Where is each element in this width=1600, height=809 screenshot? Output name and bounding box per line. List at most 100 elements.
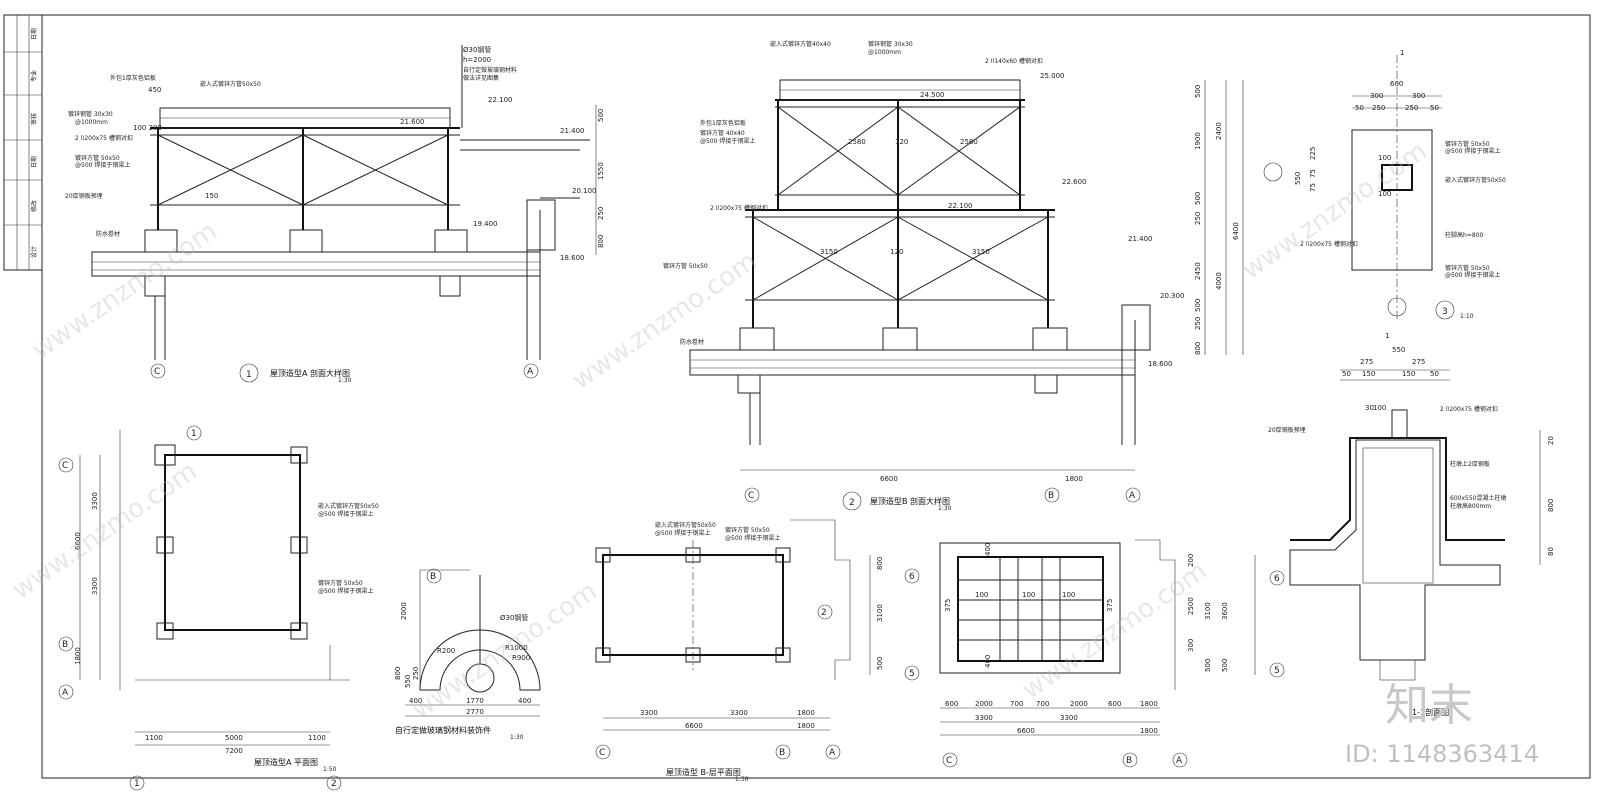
d2-note-1: 镀锌钢管 30x30 xyxy=(868,40,913,48)
d3-note-5: 镀锌方管 50x50 xyxy=(1445,264,1490,272)
d2-note-0: 嵌入式镀锌方管40x40 xyxy=(770,40,831,48)
d4-dim-9: 20 xyxy=(1547,436,1555,445)
d1-axis-a: A xyxy=(527,367,534,377)
d2-dim-2: 120 xyxy=(895,138,908,146)
orn-radius-2: R1000 xyxy=(505,644,528,652)
wm-3: www.znzmo.com xyxy=(1237,136,1433,286)
wm-1: www.znzmo.com xyxy=(27,216,223,366)
d1-dim-5: 250 xyxy=(597,207,605,220)
d2-hdim-3: 250 xyxy=(1194,212,1202,225)
p3-dim-h-6: 1800 xyxy=(1140,700,1158,708)
d3-note-1: @500 焊接于钢梁上 xyxy=(1445,147,1500,155)
d1-dim-2: 100 200 xyxy=(133,124,162,132)
p1-dim-v-2: 3300 xyxy=(91,577,99,595)
wm-6: www.znzmo.com xyxy=(1017,556,1213,706)
d3-dim-2: 300 xyxy=(1412,92,1425,100)
d2-hdim-2: 500 xyxy=(1194,192,1202,205)
d4-dim-1: 275 xyxy=(1360,358,1373,366)
tb-field-1: 专业 xyxy=(30,70,38,82)
ornament-detail: B 2000 800 550 250 400 1770 400 2770 R20… xyxy=(394,568,541,741)
orn-dim-1: 800 xyxy=(394,667,402,680)
p3-dim-h-5: 600 xyxy=(1108,700,1121,708)
p2-sect-mark: 2 xyxy=(821,608,827,618)
d2-axis-a: A xyxy=(1129,491,1136,501)
d2-dim-8: 1800 xyxy=(1065,475,1083,483)
d2-roof-slab xyxy=(689,349,1136,376)
d1-note-1: 嵌入式镀锌方管50x50 xyxy=(200,80,261,88)
d2-note-4: 2 ⌷200x75 槽钢对扣 xyxy=(710,204,768,212)
orn-radius-0: R200 xyxy=(437,647,455,655)
d1-num: 1 xyxy=(246,370,252,380)
p1-dim-v-3: 1800 xyxy=(74,647,82,665)
d2-dim-6: 3150 xyxy=(972,248,990,256)
d3-note-4: 柱脚高h=800 xyxy=(1445,231,1483,239)
p3-dim-h-2: 700 xyxy=(1010,700,1023,708)
d2-elev-5: 20.300 xyxy=(1160,292,1185,300)
d3-dim-8: 75 xyxy=(1309,169,1317,178)
p3-dim-v-1: 100 xyxy=(975,591,988,599)
p3-axis-c: C xyxy=(946,756,952,766)
detail-1-section: 450 150 100 200 500 1550 250 800 22.100 … xyxy=(65,45,605,384)
p1-title: 屋顶造型A 平面图 xyxy=(254,757,318,767)
d4-title: 1-1剖面图 xyxy=(1412,707,1449,717)
d1-dim-0: 450 xyxy=(148,86,161,94)
p2-dim-v-1: 3100 xyxy=(876,604,884,622)
p3-dim-h-8: 3300 xyxy=(1060,714,1078,722)
plan-2-roof-b: 3300 3300 1800 6600 1800 800 3100 500 C … xyxy=(595,519,884,783)
sheet-border xyxy=(41,14,1591,779)
orn-dim-3: 250 xyxy=(412,667,420,680)
d4-dim-6: 50 xyxy=(1430,370,1439,378)
d3-dim-10: 550 xyxy=(1294,172,1302,185)
orn-arch xyxy=(419,629,541,691)
d3-dim-4: 250 xyxy=(1372,104,1385,112)
wm-4: www.znzmo.com xyxy=(7,456,203,606)
d2-hdim-6: 4000 xyxy=(1215,272,1223,290)
p3-dim-h-7: 3300 xyxy=(975,714,993,722)
orn-dim-2: 550 xyxy=(404,675,412,688)
d4-note-2: 柱墩上2厚钢板 xyxy=(1450,460,1490,468)
p3-dim-v-4: 375 xyxy=(944,599,952,612)
d2-note-5: 外包1厚灰色铝板 xyxy=(700,119,746,127)
p1-dim-h-1: 5000 xyxy=(225,734,243,742)
d2-axis-c: C xyxy=(748,491,754,501)
tb-field-2: 审核 xyxy=(30,113,38,125)
d1-elev-2: 21.400 xyxy=(560,127,585,135)
d2-dim-4: 3150 xyxy=(820,248,838,256)
d3-note-6: @500 焊接于钢梁上 xyxy=(1445,271,1500,279)
d1-pedestal-3 xyxy=(434,229,468,253)
d2-axis-b: B xyxy=(1048,491,1054,501)
p1-axis-1: 1 xyxy=(134,779,140,789)
d2-hdim-10: 800 xyxy=(1194,342,1202,355)
d2-dim-3: 2580 xyxy=(960,138,978,146)
p2-axis-a: A xyxy=(829,748,836,758)
d4-note-4: 柱墩高800mm xyxy=(1450,502,1491,510)
p1-dim-v-1: 6600 xyxy=(74,532,82,550)
p2-note-0: 嵌入式镀锌方管50x50 xyxy=(655,521,716,529)
d1-dim-3: 500 xyxy=(597,109,605,122)
plan-1-roof-a: 1100 5000 1100 7200 3300 6600 3300 1800 … xyxy=(58,425,379,791)
orn-pipe: Ø30钢管 xyxy=(500,613,528,622)
p2-dim-h-2: 1800 xyxy=(797,709,815,717)
watermark-id: ID: 1148363414 xyxy=(1345,740,1539,768)
d3-dim-12: 100 xyxy=(1378,190,1391,198)
p2-scale: 1:30 xyxy=(735,776,749,783)
d4-note-1: 20厚钢板预埋 xyxy=(1268,426,1306,434)
p3-dim-v-0: 400 xyxy=(984,543,992,556)
p1-dim-v-0: 3300 xyxy=(91,492,99,510)
d1-dim-1: 150 xyxy=(205,192,218,200)
d4-axis-top: 1 xyxy=(1385,332,1389,340)
d2-scale: 1:30 xyxy=(938,505,952,512)
p3-dim-v-8: 2500 xyxy=(1187,597,1195,615)
d4-note-0: 2 ⌷200x75 槽钢对扣 xyxy=(1440,405,1498,413)
p3-dim-h-9: 6600 xyxy=(1017,727,1035,735)
d4-dim-3: 50 xyxy=(1342,370,1351,378)
d1-callout-1: h=2000 xyxy=(463,56,491,64)
orn-radius-1: R900 xyxy=(512,654,530,662)
p3-axis-5-left: 5 xyxy=(909,669,915,679)
d1-callout-2: 自行定做玻璃钢材料 xyxy=(463,66,517,74)
d2-note-9: 防水卷材 xyxy=(680,338,704,346)
d4-pier-core xyxy=(1362,447,1434,584)
orn-dim-5: 1770 xyxy=(466,697,484,705)
d2-note-6: 镀锌方管 40x40 xyxy=(700,129,745,137)
p2-axis-c: C xyxy=(599,748,605,758)
